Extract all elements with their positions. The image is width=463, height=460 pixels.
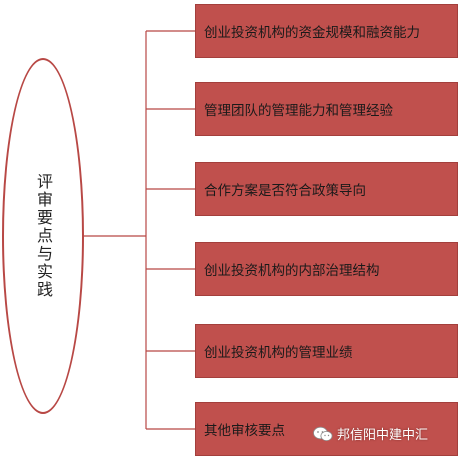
node-label: 管理团队的管理能力和管理经验 bbox=[204, 103, 393, 119]
node-policy-alignment: 合作方案是否符合政策导向 bbox=[195, 162, 458, 216]
node-label: 合作方案是否符合政策导向 bbox=[204, 183, 366, 199]
center-label: 评审要点与实践 bbox=[34, 173, 53, 299]
node-funding-capacity: 创业投资机构的资金规模和融资能力 bbox=[195, 4, 458, 58]
watermark-text: 邦信阳中建中汇 bbox=[337, 428, 429, 443]
node-label: 其他审核要点 bbox=[204, 423, 285, 439]
watermark: 邦信阳中建中汇 bbox=[313, 424, 428, 443]
node-label: 创业投资机构的资金规模和融资能力 bbox=[204, 25, 420, 41]
node-management-team: 管理团队的管理能力和管理经验 bbox=[195, 82, 458, 136]
node-label: 创业投资机构的管理业绩 bbox=[204, 345, 353, 361]
node-management-performance: 创业投资机构的管理业绩 bbox=[195, 324, 458, 378]
node-label: 创业投资机构的内部治理结构 bbox=[204, 263, 380, 279]
node-internal-governance: 创业投资机构的内部治理结构 bbox=[195, 242, 458, 296]
center-label-wrap: 评审要点与实践 bbox=[2, 58, 84, 414]
wechat-icon bbox=[313, 426, 333, 441]
center-ellipse bbox=[2, 58, 84, 414]
